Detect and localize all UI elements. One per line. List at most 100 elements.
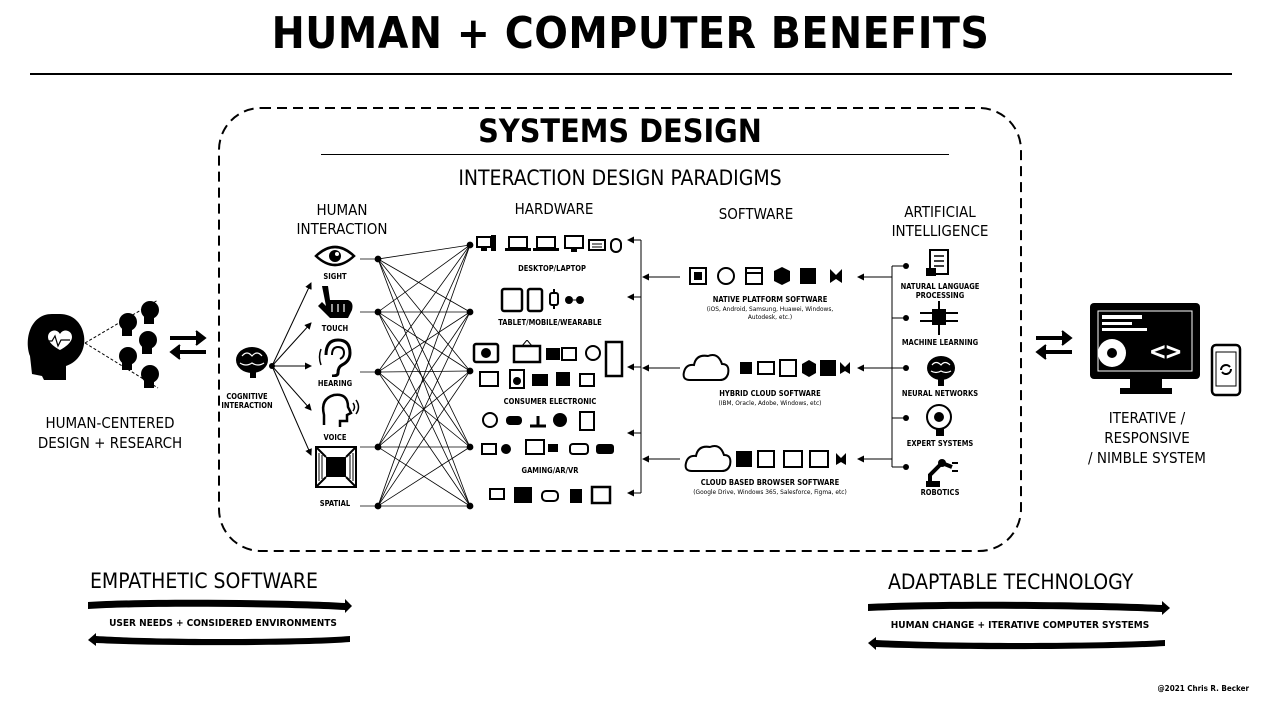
hybrid-cloud-detail: (IBM, Oracle, Adobe, Windows, etc) [718, 399, 822, 407]
touch-hand-icon [318, 286, 353, 318]
human-interaction-heading: HUMAN INTERACTION [282, 201, 402, 239]
sense-spatial-label: SPATIAL [319, 499, 351, 508]
cognitive-line2: INTERACTION [221, 401, 273, 410]
mesh-node-right [466, 502, 474, 510]
adaptable-arrows [868, 601, 1170, 650]
mesh-link [377, 370, 471, 373]
ai-robotics-label: ROBOTICS [920, 488, 960, 497]
hardware-tablet-label: TABLET/MOBILE/WEARABLE [498, 318, 602, 327]
hardware-bracket [627, 236, 680, 497]
hardware-gaming-label: GAMING/AR/VR [521, 466, 579, 475]
hardware-consumer-label: CONSUMER ELECTRONIC [503, 397, 597, 406]
mesh-link [377, 258, 471, 372]
mesh-link [377, 244, 471, 373]
empathetic-arrows [88, 599, 352, 646]
monitor-code-icon: <> [1090, 303, 1200, 394]
interaction-paradigms-heading: INTERACTION DESIGN PARADIGMS [458, 166, 782, 190]
empathetic-arrow-text: USER NEEDS + CONSIDERED ENVIRONMENTS [109, 618, 337, 629]
mesh-link [377, 311, 471, 448]
systems-design-title: SYSTEMS DESIGN [478, 112, 762, 150]
expert-systems-icon [926, 404, 952, 436]
iterative-line1: ITERATIVE / [1108, 409, 1186, 427]
hardware-heading: HARDWARE [514, 200, 594, 218]
interaction-mesh [360, 241, 474, 510]
systems-design-box [218, 107, 1022, 552]
ai-bracket [857, 265, 906, 468]
copyright-credit: @2021 Chris R. Becker [1157, 684, 1249, 693]
title-divider [30, 73, 1232, 75]
human-centered-line1: HUMAN-CENTERED [45, 414, 175, 432]
ai-neural-label: NEURAL NETWORKS [901, 389, 979, 398]
ai-nlp-line1: NATURAL LANGUAGE [900, 282, 980, 291]
empathetic-software-title: EMPATHETIC SOFTWARE [90, 569, 318, 593]
native-software-icons [689, 267, 842, 285]
mesh-link [377, 244, 471, 313]
cognitive-interaction-label: COGNITIVE INTERACTION [212, 392, 282, 410]
sense-hearing-label: HEARING [317, 379, 353, 388]
eye-icon [314, 245, 356, 267]
ai-expert-label: EXPERT SYSTEMS [906, 439, 974, 448]
ai-nlp-line2: PROCESSING [915, 291, 965, 300]
smartphone-icon [1210, 343, 1242, 397]
software-heading: SOFTWARE [718, 205, 794, 223]
mesh-link [377, 244, 471, 507]
mesh-node-right [466, 241, 474, 249]
human-centered-label: HUMAN-CENTERED DESIGN + RESEARCH [20, 413, 200, 453]
ai-heading-line2: INTELLIGENCE [891, 222, 989, 240]
human-interaction-line1: HUMAN [316, 201, 368, 219]
misc-hardware-icons [489, 485, 612, 505]
mesh-node-right [466, 367, 474, 375]
neural-network-icon [927, 356, 955, 386]
adaptable-arrow-text: HUMAN CHANGE + ITERATIVE COMPUTER SYSTEM… [890, 620, 1150, 631]
crowd-icon [119, 301, 159, 388]
head-heart-icon [27, 314, 85, 380]
iterative-system-label: ITERATIVE / RESPONSIVE / NIMBLE SYSTEM [1062, 408, 1232, 468]
iterative-line2: RESPONSIVE [1104, 429, 1190, 447]
mesh-link [377, 258, 471, 313]
mesh-node-right [466, 443, 474, 451]
ai-heading: ARTIFICIAL INTELLIGENCE [880, 203, 1000, 241]
tablet-mobile-wearable-icons [500, 287, 584, 313]
desktop-laptop-icons [476, 235, 622, 253]
mesh-link [377, 311, 471, 507]
hybrid-cloud-icons [682, 354, 850, 381]
mesh-link [377, 446, 471, 507]
exchange-arrows-left-icon [169, 330, 207, 360]
robotics-arm-icon [926, 459, 958, 487]
native-software-label: NATIVE PLATFORM SOFTWARE [712, 295, 828, 304]
mesh-link [377, 244, 471, 260]
mesh-link [377, 311, 471, 372]
human-centered-line2: DESIGN + RESEARCH [37, 434, 183, 452]
native-software-detail1: (iOS, Android, Samsung, Huawei, Windows, [706, 305, 834, 313]
mesh-link [377, 244, 471, 448]
hardware-desktop-label: DESKTOP/LAPTOP [518, 264, 586, 273]
native-software-detail2: Autodesk, etc.) [747, 313, 793, 321]
gaming-ar-vr-icons [481, 411, 614, 455]
sense-touch-label: TOUCH [321, 324, 349, 333]
nlp-icon [926, 249, 949, 276]
exchange-arrows-right-icon [1035, 330, 1073, 360]
ai-heading-line1: ARTIFICIAL [904, 203, 976, 221]
human-interaction-line2: INTERACTION [296, 220, 388, 238]
ai-nlp-label: NATURAL LANGUAGE PROCESSING [880, 282, 1000, 300]
adaptable-technology-title: ADAPTABLE TECHNOLOGY [888, 570, 1134, 594]
ai-ml-label: MACHINE LEARNING [901, 338, 979, 347]
mesh-node-right [466, 308, 474, 316]
page-title: HUMAN + COMPUTER BENEFITS [271, 8, 990, 59]
hybrid-cloud-label: HYBRID CLOUD SOFTWARE [719, 389, 821, 398]
cloud-browser-icons [684, 445, 846, 472]
ear-icon [318, 338, 352, 377]
brain-icon [236, 347, 268, 378]
cognitive-line1: COGNITIVE [226, 392, 268, 401]
cloud-browser-label: CLOUD BASED BROWSER SOFTWARE [700, 478, 840, 487]
consumer-electronic-icons [472, 340, 624, 389]
systems-design-rule [321, 154, 949, 155]
mesh-link [377, 311, 471, 373]
cognitive-fan-lines [271, 282, 312, 456]
svg-text:<>: <> [1150, 337, 1181, 367]
iterative-line3: / NIMBLE SYSTEM [1088, 449, 1206, 467]
sense-sight-label: SIGHT [323, 272, 347, 281]
mesh-link [377, 258, 471, 507]
machine-learning-icon [920, 301, 958, 335]
